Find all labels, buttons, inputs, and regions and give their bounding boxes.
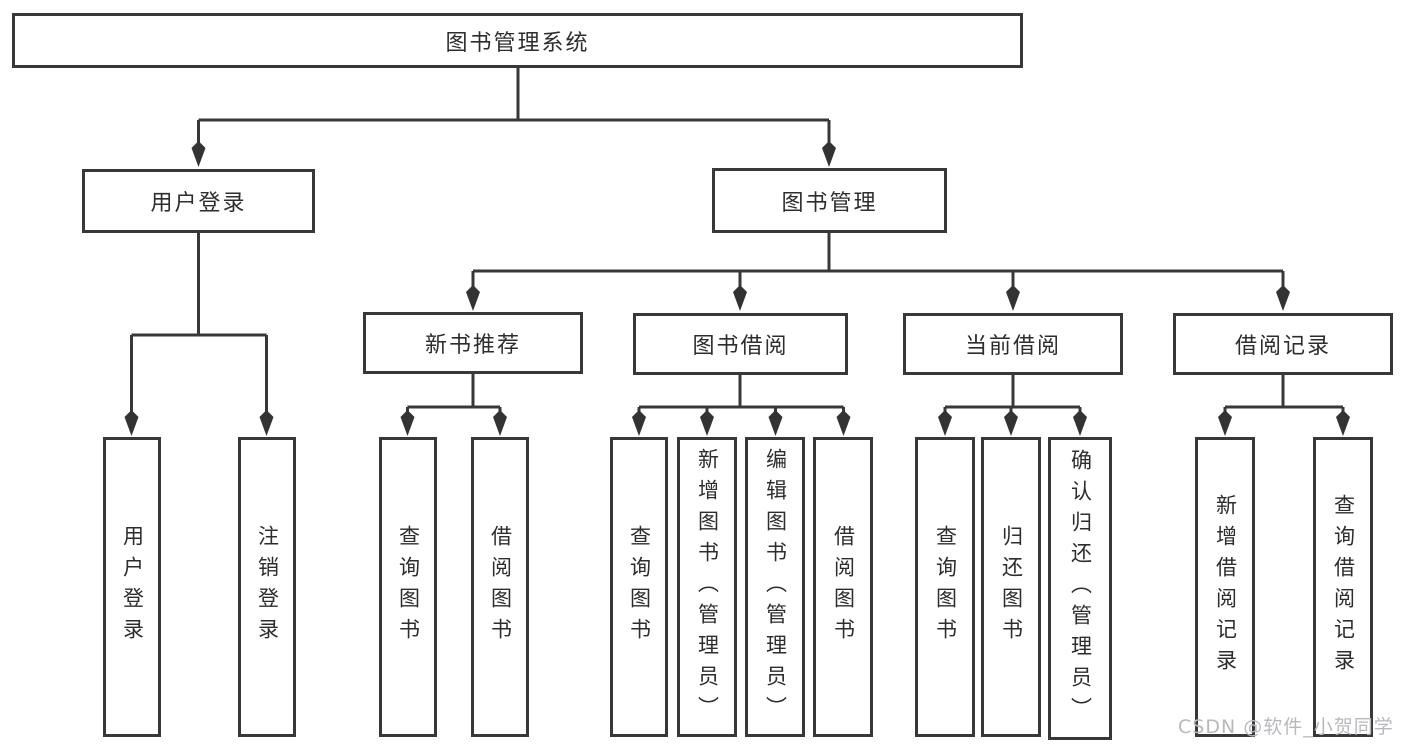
csdn-watermark: CSDN @软件_小贺同学 xyxy=(1178,716,1394,738)
node-current-return-books: 归还图书 xyxy=(981,437,1041,737)
node-borrow-query-books: 查询图书 xyxy=(610,437,668,737)
node-borrow-borrow-books: 借阅图书 xyxy=(813,437,873,737)
node-records-add-borrow-record: 新增借阅记录 xyxy=(1195,437,1255,737)
node-library-management-system: 图书管理系统 xyxy=(12,13,1023,68)
node-current-confirm-return-admin: 确认归还（管理员） xyxy=(1048,437,1112,740)
node-borrow-records: 借阅记录 xyxy=(1173,313,1393,375)
node-newbooks-query-books: 查询图书 xyxy=(379,437,437,737)
node-current-query-books: 查询图书 xyxy=(915,437,975,737)
node-new-book-recommend: 新书推荐 xyxy=(363,312,583,374)
node-user-login: 用户登录 xyxy=(82,169,315,233)
node-login-logout: 注销登录 xyxy=(238,437,296,737)
node-current-borrow: 当前借阅 xyxy=(903,313,1123,375)
node-records-query-borrow-record: 查询借阅记录 xyxy=(1313,437,1373,737)
node-borrow-edit-books-admin: 编辑图书（管理员） xyxy=(745,437,805,737)
node-login-user-login: 用户登录 xyxy=(103,437,161,737)
node-borrow-add-books-admin: 新增图书（管理员） xyxy=(677,437,737,737)
node-book-management: 图书管理 xyxy=(712,168,947,233)
node-book-borrow: 图书借阅 xyxy=(633,313,848,375)
node-newbooks-borrow-books: 借阅图书 xyxy=(471,437,529,737)
